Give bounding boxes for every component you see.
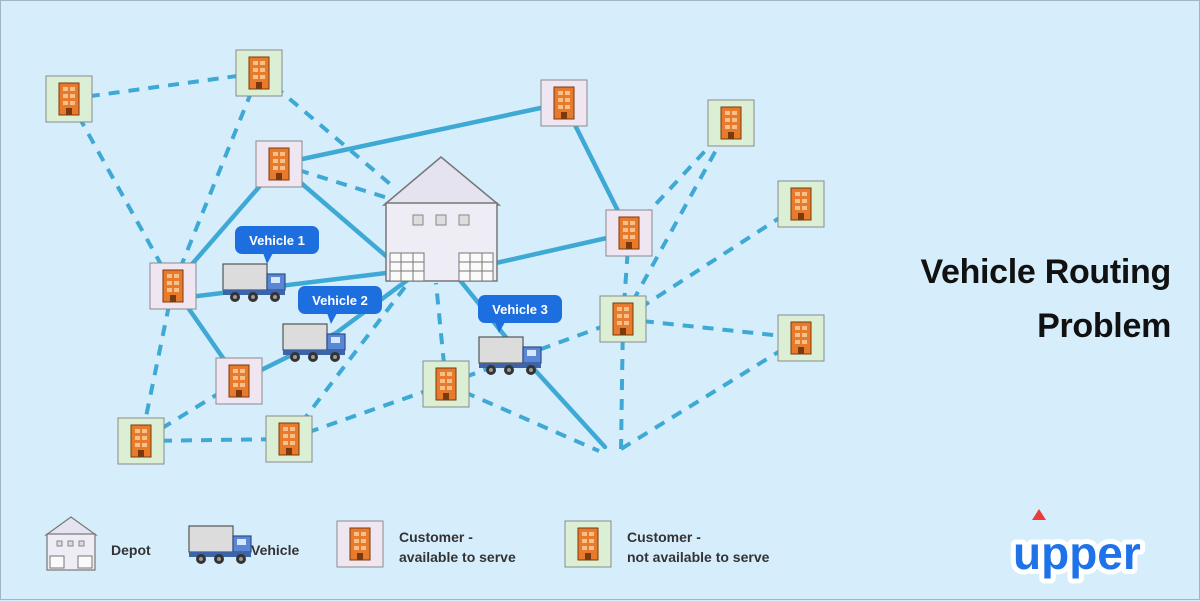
vehicle-2-truck [282,323,346,363]
legend-unavailable-line-2: not available to serve [627,549,770,565]
depot [381,156,502,282]
svg-text:upper: upper [1013,527,1141,579]
legend-depot-icon [44,516,98,571]
customer-available [256,141,302,187]
customer-unavailable [778,315,824,361]
svg-text:upper: upper [1013,527,1141,579]
legend-available-label: Customer - available to serve [399,527,516,567]
customer-available [541,80,587,126]
customer-unavailable [778,181,824,227]
vehicle-3-truck [478,336,542,376]
customer-unavailable [46,76,92,122]
legend-vehicle-icon [188,525,252,565]
legend-unavailable-icon [565,521,611,567]
customer-available [606,210,652,256]
legend-unavailable-label: Customer - not available to serve [627,527,769,567]
page-title-line-1: Vehicle Routing [920,253,1171,291]
customer-unavailable [236,50,282,96]
legend-available-icon [337,521,383,567]
customer-available [216,358,262,404]
vehicle-1-label: Vehicle 1 [235,226,319,264]
customer-available [150,263,196,309]
logo-arrow-icon [1032,509,1046,520]
customer-unavailable [423,361,469,407]
customer-unavailable [600,296,646,342]
legend-available-line-2: available to serve [399,549,516,565]
upper-logo: upper upper [1008,509,1146,584]
legend-vehicle-label: Vehicle [251,542,300,558]
page-title-line-2: Problem [1037,307,1171,345]
vehicle-3-label: Vehicle 3 [478,295,562,333]
customer-unavailable [708,100,754,146]
legend-available-line-1: Customer - [399,529,473,545]
legend-unavailable-line-1: Customer - [627,529,701,545]
legend-depot-label: Depot [111,542,151,558]
customer-unavailable [118,418,164,464]
vehicle-2-label: Vehicle 2 [298,286,382,324]
svg-text:Vehicle 1: Vehicle 1 [249,233,305,248]
vehicle-1-truck [222,263,286,303]
svg-text:Vehicle 3: Vehicle 3 [492,302,548,317]
customer-unavailable [266,416,312,462]
svg-text:Vehicle 2: Vehicle 2 [312,293,368,308]
